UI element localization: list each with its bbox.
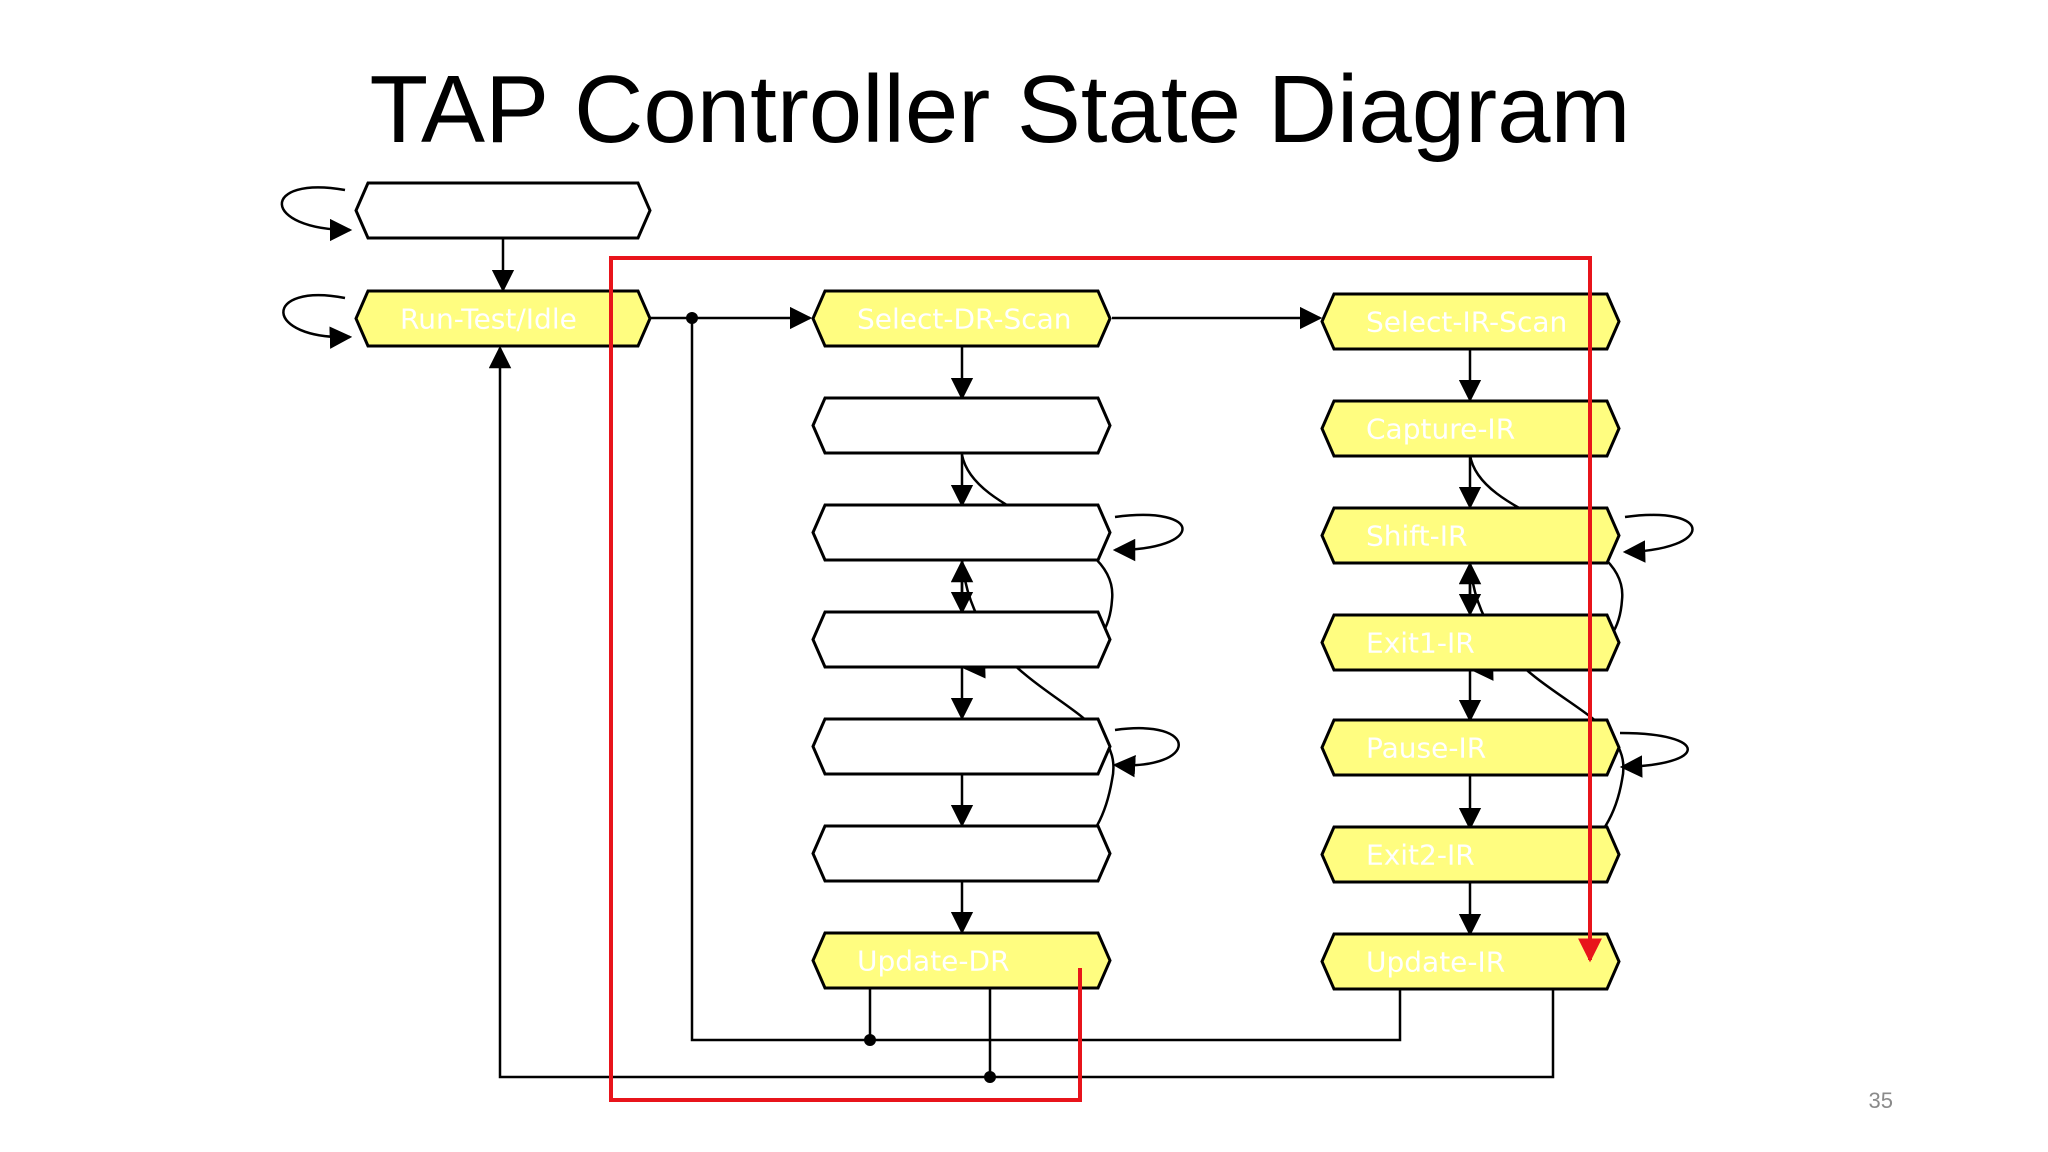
state-exit1-dr: [811, 610, 1112, 669]
state-exit2-dr: [811, 824, 1112, 883]
state-box-update-dr: [811, 931, 1112, 990]
state-update-ir: Update-IR: [1320, 932, 1621, 991]
self-loop-run-test-idle: [282, 293, 353, 349]
state-box-exit1-dr: [811, 610, 1112, 669]
self-loop-pause-ir: [1619, 731, 1689, 778]
state-box-exit2-dr: [811, 824, 1112, 883]
state-box-test-logic-reset: [354, 181, 652, 240]
state-pause-dr: [811, 717, 1112, 776]
self-loop-shift-ir: [1622, 513, 1694, 563]
state-label-capture-ir: Capture-IR: [1366, 413, 1515, 446]
state-box-exit1-ir: [1320, 613, 1621, 672]
state-label-update-ir: Update-IR: [1366, 946, 1505, 979]
state-box-shift-ir: [1320, 506, 1621, 565]
slide-title: TAP Controller State Diagram: [369, 56, 1631, 163]
state-label-run-test-idle: Run-Test/Idle: [400, 303, 577, 336]
state-run-test-idle: Run-Test/Idle: [354, 289, 652, 348]
state-label-exit1-ir: Exit1-IR: [1366, 627, 1475, 660]
state-box-pause-dr: [811, 717, 1112, 776]
page-number: 35: [1868, 1088, 1893, 1113]
state-pause-ir: Pause-IR: [1320, 718, 1621, 777]
state-box-capture-dr: [811, 396, 1112, 455]
state-box-update-ir: [1320, 932, 1621, 991]
self-loop-shift-dr: [1112, 513, 1184, 562]
junction-dots: [686, 312, 996, 1083]
state-label-shift-ir: Shift-IR: [1366, 520, 1467, 553]
state-capture-ir: Capture-IR: [1320, 399, 1621, 458]
state-box-shift-dr: [811, 503, 1112, 562]
state-label-exit2-ir: Exit2-IR: [1366, 839, 1475, 872]
state-box-select-dr-scan: [811, 289, 1112, 348]
state-label-pause-ir: Pause-IR: [1366, 732, 1486, 765]
state-box-exit2-ir: [1320, 825, 1621, 884]
red-path-overlay: [609, 256, 1602, 1102]
state-label-select-dr-scan: Select-DR-Scan: [857, 303, 1072, 336]
self-loop-test-logic-reset: [280, 186, 353, 242]
state-shift-dr: [811, 503, 1112, 562]
state-label-update-dr: Update-DR: [857, 945, 1010, 978]
state-box-select-ir-scan: [1320, 292, 1621, 351]
state-test-logic-reset: [354, 181, 652, 240]
state-exit2-ir: Exit2-IR: [1320, 825, 1621, 884]
state-box-capture-ir: [1320, 399, 1621, 458]
state-select-ir-scan: Select-IR-Scan: [1320, 292, 1621, 351]
state-label-select-ir-scan: Select-IR-Scan: [1366, 306, 1567, 339]
state-box-run-test-idle: [354, 289, 652, 348]
state-exit1-ir: Exit1-IR: [1320, 613, 1621, 672]
state-select-dr-scan: Select-DR-Scan: [811, 289, 1112, 348]
self-loop-pause-dr: [1112, 727, 1180, 778]
state-capture-dr: [811, 396, 1112, 455]
state-update-dr: Update-DR: [811, 931, 1112, 990]
state-box-pause-ir: [1320, 718, 1621, 777]
state-shift-ir: Shift-IR: [1320, 506, 1621, 565]
